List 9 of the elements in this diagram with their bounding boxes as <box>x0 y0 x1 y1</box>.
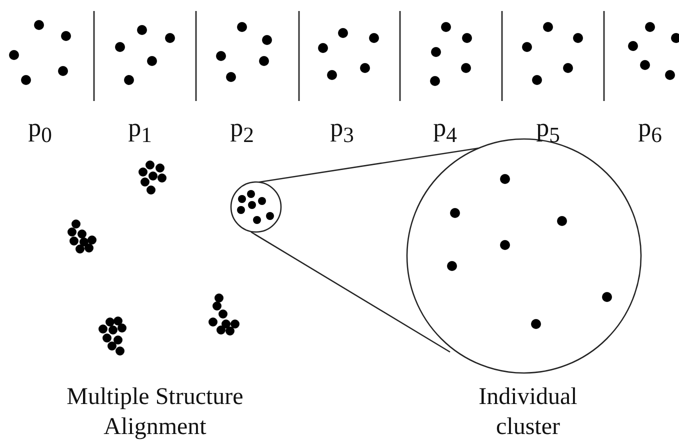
caption: Multiple Structure Alignment <box>66 383 244 442</box>
panel-label: p$_{2}$ <box>229 114 255 150</box>
panel-label: p$_{0}$ <box>27 114 53 150</box>
panel-label: p$_{5}$ <box>535 114 561 150</box>
panel-label: p$_{1}$ <box>127 114 153 150</box>
panel-label: p$_{4}$ <box>432 114 458 150</box>
panel-label: p$_{6}$ <box>637 114 663 150</box>
panel-label: p$_{3}$ <box>329 114 355 150</box>
caption: Individual cluster <box>478 383 578 442</box>
